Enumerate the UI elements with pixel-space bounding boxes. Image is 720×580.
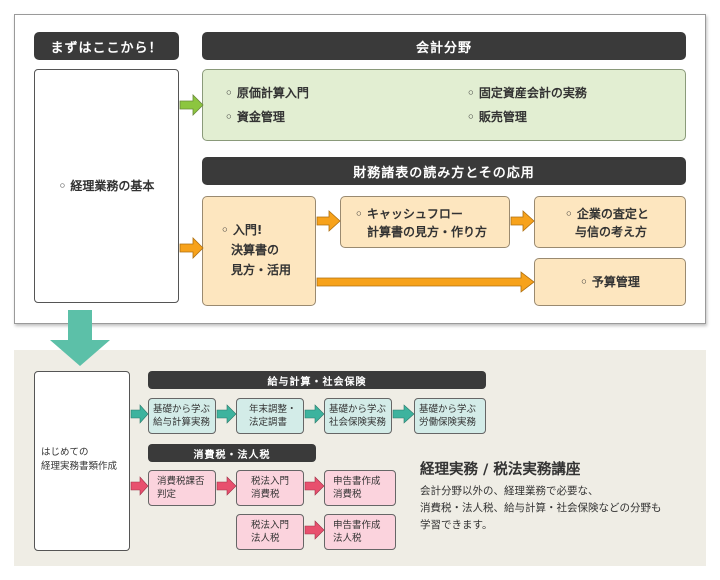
payroll-item-4-line1: 基礎から学ぶ [419, 404, 477, 415]
payroll-item-3[interactable]: 基礎から学ぶ 社会保険実務 [324, 398, 392, 434]
green-arrow [179, 94, 204, 116]
tax-item-vat-judgment-line2: 判定 [157, 489, 177, 500]
payroll-item-2[interactable]: 年末調整・ 法定調書 [236, 398, 304, 434]
course-title: 経理実務 / 税法実務講座 [420, 462, 581, 478]
orange-arrow-credit [510, 210, 535, 232]
orange-arrow-intro [179, 237, 204, 259]
course-desc-line3: 学習できます。 [420, 519, 493, 531]
payroll-item-3-line2: 社会保険実務 [329, 417, 387, 428]
tax-item-vat-return-line2: 消費税 [333, 489, 362, 500]
course-desc-line1: 会計分野以外の、経理業務で必要な、 [420, 485, 599, 497]
payroll-item-4-line2: 労働保険実務 [419, 417, 477, 428]
pink-arrow-3 [304, 476, 325, 496]
payroll-item-2-line2: 法定調書 [249, 417, 288, 428]
payroll-item-4[interactable]: 基礎から学ぶ 労働保険実務 [414, 398, 486, 434]
accounting-item-sales[interactable]: 販売管理 [467, 108, 527, 126]
pink-arrow-4 [304, 520, 325, 540]
intro-line2: 決算書の [231, 243, 280, 257]
tax-item-corp-intro[interactable]: 税法入門 法人税 [236, 514, 304, 550]
tax-item-vat-return[interactable]: 申告書作成 消費税 [324, 470, 396, 506]
credit-line2: 与信の考え方 [575, 225, 648, 239]
accounting-box: 原価計算入門 固定資産会計の実務 資金管理 販売管理 [202, 69, 686, 141]
orange-arrow-cashflow [316, 210, 341, 232]
financial-header: 財務諸表の読み方とその応用 [202, 157, 686, 185]
basic-course-box[interactable]: 経理業務の基本 [34, 69, 179, 303]
course-desc: 会計分野以外の、経理業務で必要な、 消費税・法人税、給与計算・社会保険などの分野… [420, 483, 662, 534]
first-doc-line2: 経理実務書類作成 [41, 461, 118, 472]
tax-item-vat-judgment[interactable]: 消費税課否 判定 [148, 470, 216, 506]
tax-header: 消費税・法人税 [148, 444, 316, 462]
pink-arrow-1 [130, 476, 149, 496]
accounting-item-cost[interactable]: 原価計算入門 [225, 84, 309, 102]
accounting-item-fixed-assets[interactable]: 固定資産会計の実務 [467, 84, 587, 102]
teal-arrow-4 [392, 404, 415, 424]
cashflow-box[interactable]: キャッシュフロー 計算書の見方・作り方 [340, 196, 510, 248]
first-doc-box[interactable]: はじめての 経理実務書類作成 [34, 371, 130, 551]
intro-financial-box[interactable]: 入門! 決算書の 見方・活用 [202, 196, 316, 306]
course-desc-line2: 消費税・法人税、給与計算・社会保険などの分野も [420, 502, 662, 514]
intro-line3: 見方・活用 [231, 263, 292, 277]
cashflow-line1: キャッシュフロー [355, 205, 463, 223]
tax-item-vat-intro-line1: 税法入門 [251, 476, 290, 487]
first-doc-line1: はじめての [41, 447, 89, 458]
budget-box[interactable]: 予算管理 [534, 258, 686, 306]
tax-item-vat-intro[interactable]: 税法入門 消費税 [236, 470, 304, 506]
teal-arrow-3 [304, 404, 325, 424]
tax-item-vat-judgment-line1: 消費税課否 [157, 476, 205, 487]
basic-course-label: 経理業務の基本 [59, 177, 154, 195]
payroll-item-1[interactable]: 基礎から学ぶ 給与計算実務 [148, 398, 216, 434]
tax-item-corp-return-line2: 法人税 [333, 533, 362, 544]
tax-item-corp-intro-line1: 税法入門 [251, 520, 290, 531]
orange-arrow-budget [316, 271, 535, 293]
tax-item-vat-intro-line2: 消費税 [251, 489, 280, 500]
accounting-header: 会計分野 [202, 32, 686, 60]
cashflow-line2: 計算書の見方・作り方 [367, 225, 488, 239]
accounting-item-funds[interactable]: 資金管理 [225, 108, 285, 126]
start-header: まずはここから！ [34, 32, 179, 60]
payroll-item-2-line1: 年末調整・ [249, 404, 297, 415]
tax-item-corp-return-line1: 申告書作成 [333, 520, 381, 531]
intro-line1: 入門! [221, 221, 262, 239]
payroll-item-1-line2: 給与計算実務 [153, 417, 211, 428]
credit-line1: 企業の査定と [565, 205, 649, 223]
teal-arrow-2 [216, 404, 237, 424]
payroll-header: 給与計算・社会保険 [148, 371, 486, 389]
payroll-item-1-line1: 基礎から学ぶ [153, 404, 211, 415]
tax-item-vat-return-line1: 申告書作成 [333, 476, 381, 487]
pink-arrow-2 [216, 476, 237, 496]
budget-label: 予算管理 [580, 273, 640, 291]
payroll-item-3-line1: 基礎から学ぶ [329, 404, 387, 415]
teal-arrow-1 [130, 404, 149, 424]
credit-box[interactable]: 企業の査定と 与信の考え方 [534, 196, 686, 248]
tax-item-corp-intro-line2: 法人税 [251, 533, 280, 544]
big-down-arrow [50, 310, 110, 366]
tax-item-corp-return[interactable]: 申告書作成 法人税 [324, 514, 396, 550]
